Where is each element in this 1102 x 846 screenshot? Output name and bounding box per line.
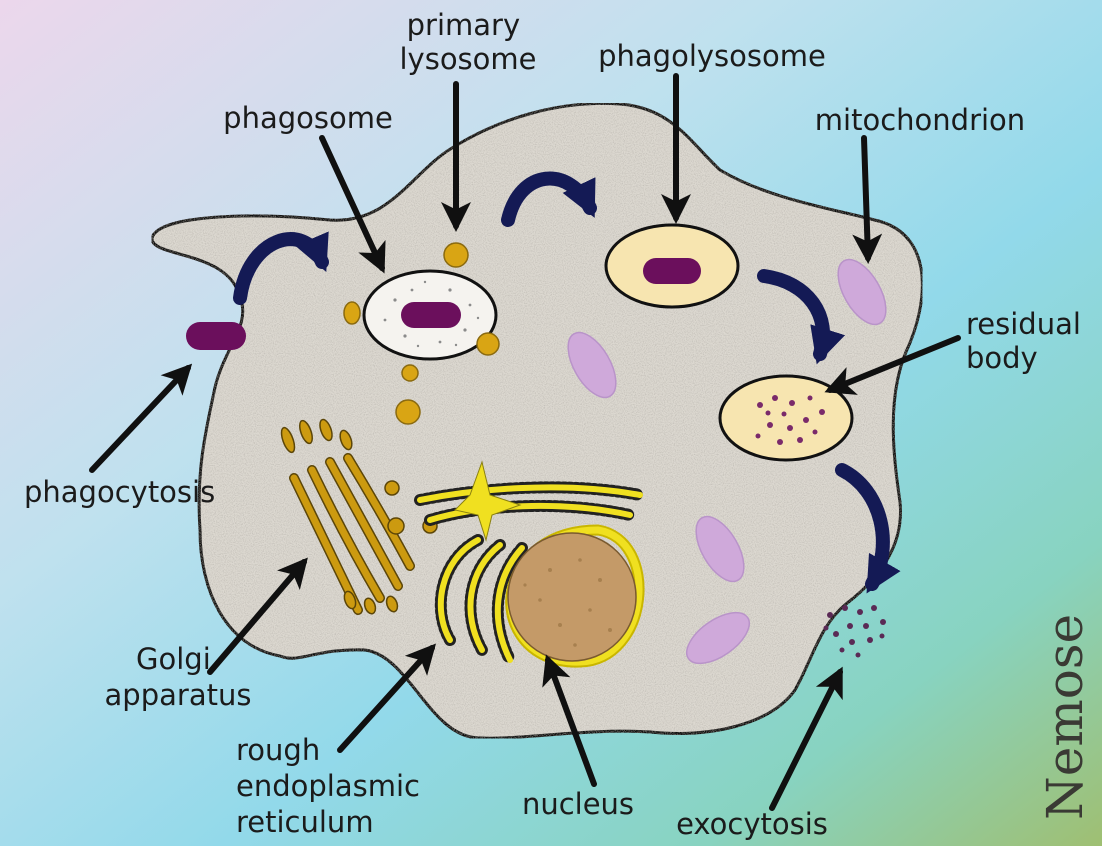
bacterium	[186, 322, 246, 350]
label-phagosome: phagosome	[223, 101, 393, 135]
label-phagolysosome: phagolysosome	[598, 39, 826, 73]
label-primary-lysosome: primary lysosome	[399, 8, 536, 76]
label-mitochondrion: mitochondrion	[815, 103, 1025, 137]
phagolysosome-vesicle	[606, 225, 738, 307]
bacterium	[643, 258, 701, 284]
pointer-mitochondrion	[864, 138, 868, 258]
artist-signature: Nemose	[1036, 614, 1094, 820]
bacterium	[401, 302, 461, 328]
label-phagocytosis: phagocytosis	[24, 475, 215, 509]
label-exocytosis: exocytosis	[676, 807, 828, 841]
label-nucleus: nucleus	[522, 787, 634, 821]
phagosome-vesicle	[364, 271, 496, 359]
